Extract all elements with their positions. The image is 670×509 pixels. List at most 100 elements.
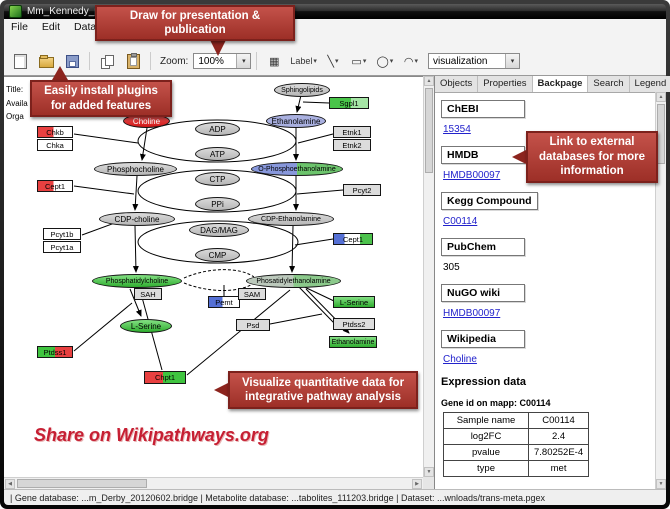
zoom-select[interactable]: 100% ▾ [193,53,252,69]
node-cept1-left[interactable]: Cept1 [37,180,73,192]
callout-draw: Draw for presentation & publication [95,5,295,41]
node-cdp-ethanolamine[interactable]: CDP-Ethanolamine [248,212,334,226]
canvas-horizontal-scrollbar[interactable]: ◀ ▶ [4,477,423,489]
external-link[interactable]: HMDB00097 [443,170,501,181]
node-sam[interactable]: SAM [238,288,266,300]
menu-file[interactable]: File [11,20,28,33]
node-sgpl1[interactable]: Sgpl1 [329,97,369,109]
node-chkb[interactable]: Chkb [37,126,73,138]
node-etnk1[interactable]: Etnk1 [333,126,371,138]
tab-backpage[interactable]: Backpage [532,76,589,92]
node-sah[interactable]: SAH [134,288,162,300]
expression-data-title: Expression data [441,376,526,388]
external-link[interactable]: Choline [443,354,477,365]
edges [73,90,350,376]
node-dag-mag[interactable]: DAG/MAG [189,223,249,237]
node-l-serine-right[interactable]: L-Serine [333,296,375,308]
node-sphingolipids[interactable]: Sphingolipids [274,83,330,97]
node-l-serine[interactable]: L-Serine [120,319,172,333]
chevron-down-icon[interactable]: ▾ [236,54,251,68]
node-o-phosphoethanolamine[interactable]: O-Phosphoethanolamine [251,162,343,176]
node-cept1-right[interactable]: Cept1 [333,233,373,245]
scroll-up-icon[interactable]: ▲ [424,76,434,86]
canvas-vertical-scrollbar[interactable]: ▲ ▼ [423,76,434,477]
node-phosphatidylcholine[interactable]: Phosphatidylcholine [92,274,182,288]
table-row: type met [443,460,590,477]
paste-button[interactable] [121,51,145,71]
menu-edit[interactable]: Edit [41,20,61,33]
node-pcyt1b[interactable]: Pcyt1b [43,228,81,240]
node-pcyt2[interactable]: Pcyt2 [343,184,381,196]
arc-tool-button[interactable]: ◠▾ [399,51,423,71]
external-link[interactable]: HMDB00097 [443,308,501,319]
visualization-select[interactable]: visualization ▾ [428,53,520,69]
line-tool-button[interactable]: ╲▾ [321,51,345,71]
open-button[interactable] [34,51,58,71]
scrollbar-thumb[interactable] [17,479,147,488]
section-header: HMDB [441,146,525,164]
node-ethanolamine-right[interactable]: Ethanolamine [329,336,377,348]
node-phosphocholine[interactable]: Phosphocholine [94,162,177,176]
node-ctp[interactable]: CTP [195,172,240,186]
node-adp[interactable]: ADP [195,122,240,136]
zoom-value: 100% [198,55,224,67]
chevron-down-icon: ▾ [334,58,339,65]
scrollbar-thumb[interactable] [657,104,665,164]
toolbar-row: Zoom: 100% ▾ ▦ Label▾ ╲▾ ▭▾ ◯▾ ◠▾ ↔ T [8,51,475,71]
section-header: NuGO wiki [441,284,525,302]
section-header: Kegg Compound [441,192,538,210]
external-link[interactable]: 15354 [443,124,471,135]
copy-button[interactable] [95,51,119,71]
menu-data[interactable]: Data [74,20,97,33]
node-pcyt1a[interactable]: Pcyt1a [43,241,81,253]
section-header: Wikipedia [441,330,525,348]
callout-databases: Link to external databases for more info… [526,131,658,183]
visualization-value: visualization [433,55,488,67]
node-chpt1-selected[interactable]: Chpt1 [144,371,186,384]
node-atp[interactable]: ATP [195,147,240,161]
ellipse-tool-button[interactable]: ◯▾ [373,51,397,71]
scroll-left-icon[interactable]: ◀ [5,478,15,489]
label-tool-button[interactable]: Label▾ [288,51,319,71]
tab-legend[interactable]: Legend [629,76,670,92]
scroll-down-icon[interactable]: ▼ [424,467,434,477]
node-ptdss2[interactable]: Ptdss2 [333,318,375,330]
node-chka[interactable]: Chka [37,139,73,151]
template-grid-button[interactable]: ▦ [262,51,286,71]
pathway-canvas[interactable]: Title: Availa Orga Sphingolipids Ethanol… [4,76,423,477]
callout-arrow-left [512,150,526,164]
tab-properties[interactable]: Properties [478,76,533,92]
tab-search[interactable]: Search [588,76,630,92]
node-cmp[interactable]: CMP [195,248,240,262]
node-ptdss1[interactable]: Ptdss1 [37,346,73,358]
toolbar-separator [89,52,90,70]
tab-objects[interactable]: Objects [435,76,479,92]
node-psd[interactable]: Psd [236,319,270,331]
scroll-up-icon[interactable]: ▲ [656,92,666,102]
node-etnk2[interactable]: Etnk2 [333,139,371,151]
save-button[interactable] [60,51,84,71]
scrollbar-thumb[interactable] [425,88,433,173]
external-link[interactable]: C00114 [443,216,478,227]
side-panel-tabs: Objects Properties Backpage Search Legen… [435,76,670,93]
table-cell: pvalue [443,444,529,461]
rect-tool-button[interactable]: ▭▾ [347,51,371,71]
section-chebi: ChEBI 15354 [441,100,649,135]
node-cdp-choline[interactable]: CDP-choline [99,212,175,226]
toolbar-separator [150,52,151,70]
node-phosphatidylethanolamine[interactable]: Phosatidylethanolamine [246,274,341,288]
chevron-down-icon[interactable]: ▾ [505,54,519,68]
node-pemt[interactable]: Pemt [208,296,240,308]
gene-id-line: Gene id on mapp: C00114 [441,398,551,408]
new-button[interactable] [8,51,32,71]
expression-table: Sample name C00114 log2FC 2.4 pvalue 7.8… [443,412,590,477]
table-cell: log2FC [443,428,529,445]
node-ethanolamine[interactable]: Ethanolamine [266,114,326,128]
label-tool-text: Label [290,56,313,66]
chevron-down-icon: ▾ [389,58,394,65]
scroll-down-icon[interactable]: ▼ [656,479,666,489]
chevron-down-icon: ▾ [414,58,418,65]
share-annotation: Share on Wikipathways.org [34,425,269,445]
node-ppi[interactable]: PPi [195,197,240,211]
scroll-right-icon[interactable]: ▶ [412,478,422,489]
